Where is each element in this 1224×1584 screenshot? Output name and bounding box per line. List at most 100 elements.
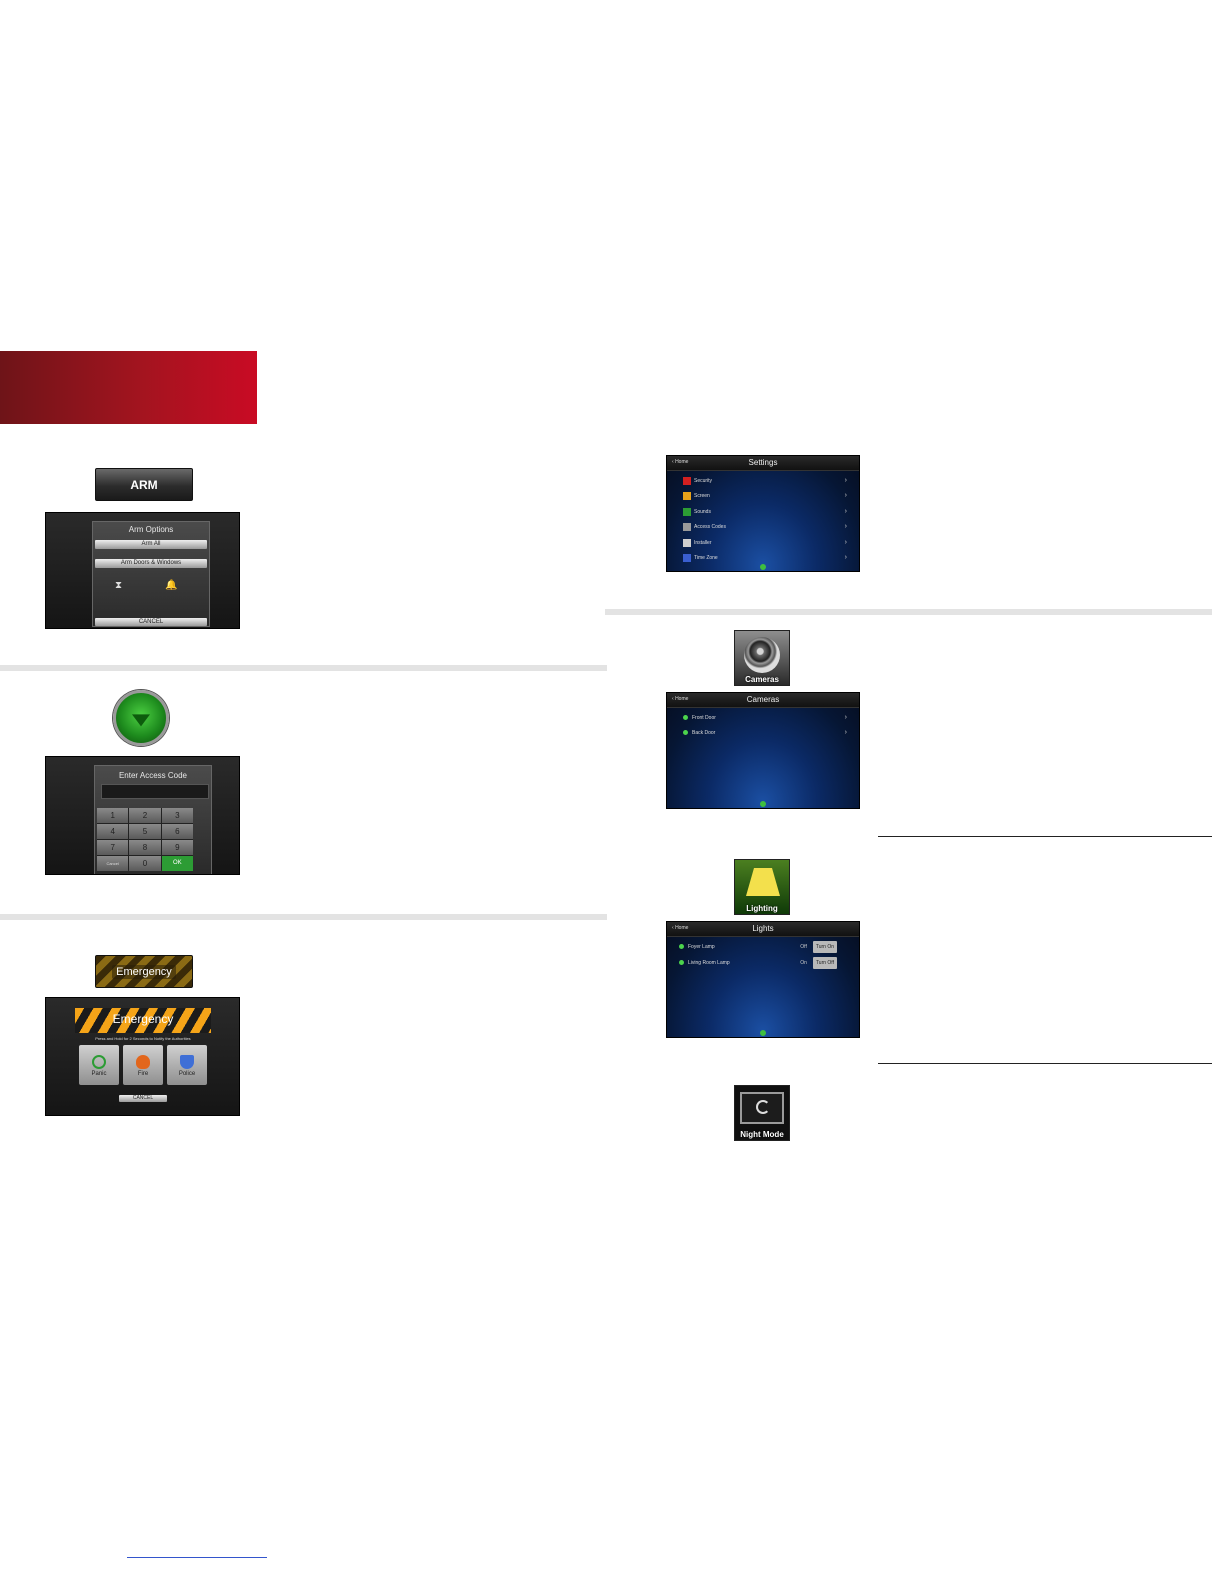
chevron-right-icon: › <box>844 508 847 515</box>
settings-item-access-codes[interactable]: Access Codes › <box>683 521 847 533</box>
key-ok[interactable]: OK <box>161 856 193 871</box>
panic-icon <box>92 1055 106 1069</box>
light-bulb-icon <box>679 960 684 966</box>
light-toggle: On Turn Off <box>800 957 837 969</box>
section-divider <box>605 609 1212 615</box>
access-code-field[interactable] <box>101 784 209 799</box>
arm-button-icon[interactable]: ARM <box>95 468 193 501</box>
fire-button[interactable]: Fire <box>123 1045 163 1085</box>
panic-button[interactable]: Panic <box>79 1045 119 1085</box>
settings-item-label: Installer <box>694 540 712 546</box>
arrow-down-icon <box>132 714 150 727</box>
night-mode-tile[interactable]: Night Mode <box>734 1085 790 1141</box>
settings-item-label: Access Codes <box>694 524 726 530</box>
chevron-right-icon: › <box>844 539 847 546</box>
chevron-right-icon: › <box>844 523 847 530</box>
home-back-button[interactable]: ‹ Home <box>672 925 689 931</box>
camera-item-back-door[interactable]: Back Door› <box>683 727 847 739</box>
section-divider <box>0 665 607 671</box>
home-back-button[interactable]: ‹ Home <box>672 696 689 702</box>
settings-item-label: Time Zone <box>694 555 718 561</box>
access-codes-icon <box>683 522 691 531</box>
hazard-stripes: Emergency <box>75 1008 211 1033</box>
cameras-tile[interactable]: Cameras <box>734 630 790 686</box>
lights-title: Lights <box>752 924 774 933</box>
top-bar: ‹ Home Settings <box>667 456 859 471</box>
access-code-dialog: Enter Access Code 1 2 3 4 5 6 7 8 9 Canc… <box>94 765 212 874</box>
lighting-label: Lighting <box>746 904 778 913</box>
lighting-tile[interactable]: Lighting <box>734 859 790 915</box>
turn-on-button[interactable]: Turn On <box>812 941 837 953</box>
chevron-right-icon: › <box>844 492 847 499</box>
settings-item-installer[interactable]: Installer › <box>683 537 847 549</box>
time-zone-icon <box>683 553 691 562</box>
emergency-instruction: Press and Hold for 2 Seconds to Notify t… <box>95 1036 191 1041</box>
access-code-screen: Enter Access Code 1 2 3 4 5 6 7 8 9 Canc… <box>45 756 240 875</box>
screen-icon <box>683 491 691 500</box>
moon-icon <box>756 1100 770 1114</box>
keypad: 1 2 3 4 5 6 7 8 9 Cancel 0 OK <box>97 808 193 871</box>
settings-title: Settings <box>748 458 778 467</box>
arm-all-button[interactable]: Arm All <box>95 540 207 549</box>
settings-item-screen[interactable]: Screen › <box>683 490 847 502</box>
police-button[interactable]: Police <box>167 1045 207 1085</box>
emergency-title: Emergency <box>112 1012 174 1026</box>
panic-label: Panic <box>91 1071 107 1077</box>
cameras-title: Cameras <box>746 695 780 704</box>
settings-item-security[interactable]: Security› <box>683 475 847 487</box>
camera-item-front-door[interactable]: Front Door› <box>683 712 847 724</box>
settings-item-sounds[interactable]: Sounds› <box>683 506 847 518</box>
light-item-label: Living Room Lamp <box>688 960 730 966</box>
access-code-title: Enter Access Code <box>118 771 188 780</box>
bell-icon[interactable]: 🔔 <box>165 580 178 591</box>
light-item-living-room-lamp: Living Room Lamp <box>679 957 847 969</box>
light-bulb-icon <box>679 944 684 950</box>
night-mode-label: Night Mode <box>740 1130 784 1139</box>
settings-item-time-zone[interactable]: Time Zone › <box>683 552 847 564</box>
key-9[interactable]: 9 <box>161 840 193 855</box>
arm-doors-windows-button[interactable]: Arm Doors & Windows <box>95 559 207 568</box>
security-icon <box>683 476 691 485</box>
footer-link-underline <box>127 1557 267 1558</box>
key-4[interactable]: 4 <box>97 824 129 839</box>
arm-options-dialog: Arm Options Arm All Arm Doors & Windows … <box>92 521 210 627</box>
settings-screen: ‹ Home Settings Security› Screen› Sounds… <box>666 455 860 572</box>
key-5[interactable]: 5 <box>129 824 161 839</box>
key-3[interactable]: 3 <box>161 808 193 823</box>
section-divider <box>0 914 607 920</box>
key-2[interactable]: 2 <box>129 808 161 823</box>
light-state: On <box>800 960 807 966</box>
home-label: Home <box>675 696 689 702</box>
key-6[interactable]: 6 <box>161 824 193 839</box>
disarm-button-icon[interactable] <box>113 690 169 746</box>
light-item-label: Foyer Lamp <box>688 944 715 950</box>
key-0[interactable]: 0 <box>129 856 161 871</box>
rule-line <box>878 836 1212 837</box>
key-1[interactable]: 1 <box>97 808 129 823</box>
sounds-icon <box>683 507 691 516</box>
home-back-button[interactable]: ‹ Home <box>672 459 689 465</box>
settings-item-label: Security <box>694 478 713 484</box>
light-item-foyer-lamp: Foyer Lamp <box>679 941 847 953</box>
installer-icon <box>683 538 691 547</box>
turn-off-button[interactable]: Turn Off <box>812 957 837 969</box>
key-cancel[interactable]: Cancel <box>97 856 129 871</box>
cancel-button[interactable]: CANCEL <box>95 618 207 626</box>
chevron-right-icon: › <box>844 729 847 736</box>
emergency-button-icon[interactable]: Emergency <box>95 955 193 988</box>
police-label: Police <box>178 1071 196 1077</box>
chevron-right-icon: › <box>844 554 847 561</box>
cancel-button[interactable]: CANCEL <box>119 1095 167 1102</box>
key-7[interactable]: 7 <box>97 840 129 855</box>
key-8[interactable]: 8 <box>129 840 161 855</box>
arm-options-title: Arm Options <box>128 525 174 534</box>
hourglass-icon[interactable]: ⧗ <box>115 580 123 591</box>
status-dot <box>683 715 688 721</box>
chevron-right-icon: › <box>844 714 847 721</box>
night-mode-screen-frame <box>740 1092 784 1124</box>
police-shield-icon <box>180 1055 194 1069</box>
fire-label: Fire <box>137 1071 149 1077</box>
settings-item-label: Screen <box>694 493 710 499</box>
